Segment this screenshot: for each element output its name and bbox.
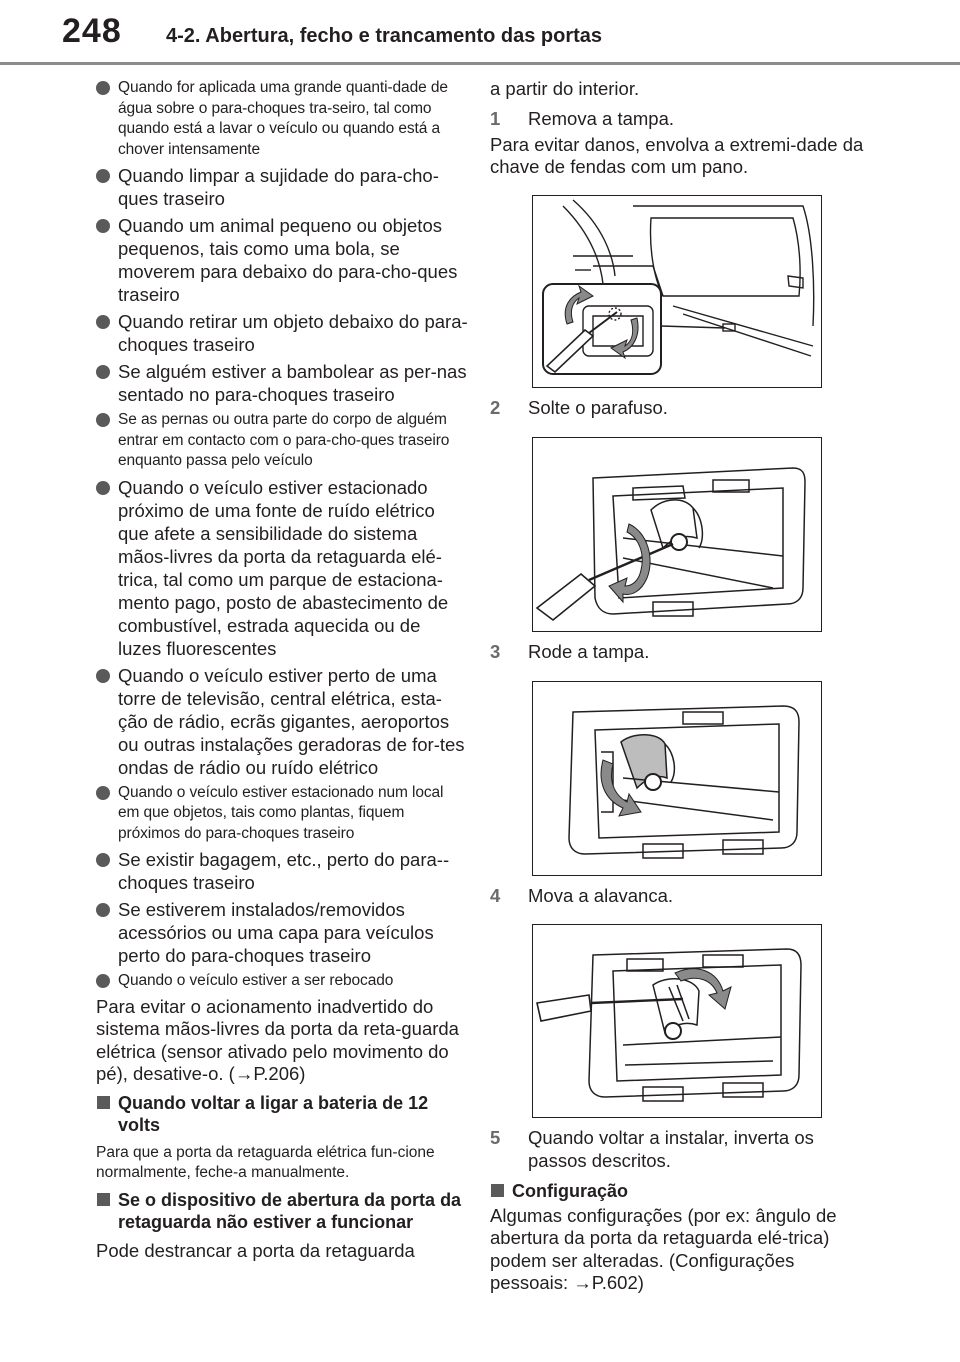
condition-bullet-text: Se estiverem instalados/removidos acessó… xyxy=(118,899,434,966)
step-number: 5 xyxy=(490,1127,501,1148)
square-bullet-icon xyxy=(97,1095,110,1109)
page-number: 248 xyxy=(62,12,122,50)
step-text: Quando voltar a instalar, inverta os pas… xyxy=(528,1127,814,1171)
circle-bullet-icon xyxy=(96,668,110,683)
page-header: 248 4-2. Abertura, fecho e trancamento d… xyxy=(0,0,960,65)
condition-bullet-text: Se as pernas ou outra parte do corpo de … xyxy=(118,411,450,469)
condition-bullet-text: Quando for aplicada uma grande quanti-da… xyxy=(118,79,448,158)
step-number: 1 xyxy=(490,107,501,129)
condition-bullet: Quando o veículo estiver estacionado pró… xyxy=(96,476,468,660)
circle-bullet-icon xyxy=(96,413,110,427)
header-divider xyxy=(0,62,960,65)
section-title: 4-2. Abertura, fecho e trancamento das p… xyxy=(166,25,603,47)
condition-bullet-text: Quando o veículo estiver perto de uma to… xyxy=(118,664,465,778)
condition-bullet-list: Quando for aplicada uma grande quanti-da… xyxy=(96,78,468,992)
condition-bullet: Quando limpar a sujidade do para-cho-que… xyxy=(96,164,468,210)
figure-move-lever xyxy=(532,924,822,1118)
step-5: 5 Quando voltar a instalar, inverta os p… xyxy=(490,1126,870,1172)
circle-bullet-icon xyxy=(96,169,110,183)
step-4: 4 Mova a alavanca. xyxy=(490,884,870,907)
circle-bullet-icon xyxy=(96,219,110,233)
circle-bullet-icon xyxy=(96,315,110,329)
square-bullet-icon xyxy=(97,1192,110,1206)
step-text: Rode a tampa. xyxy=(528,641,650,662)
condition-bullet: Quando o veículo estiver perto de uma to… xyxy=(96,664,468,779)
rotate-arrow-icon xyxy=(608,523,651,604)
opener-heading-text: Se o dispositivo de abertura da porta da… xyxy=(118,1189,462,1233)
config-text: Algumas configurações (por ex: ângulo de… xyxy=(490,1204,837,1294)
condition-bullet-text: Quando um animal pequeno ou objetos pequ… xyxy=(118,215,458,305)
circle-bullet-icon xyxy=(96,81,110,95)
step-3: 3 Rode a tampa. xyxy=(490,640,870,663)
intro-text: a partir do interior. xyxy=(490,78,640,99)
circle-bullet-icon xyxy=(96,903,110,917)
condition-bullet: Quando um animal pequeno ou objetos pequ… xyxy=(96,214,468,306)
step-text: Mova a alavanca. xyxy=(528,885,674,906)
condition-bullet: Quando o veículo estiver estacionado num… xyxy=(96,783,468,845)
screw-illustration xyxy=(535,467,806,622)
condition-bullet: Se estiverem instalados/removidos acessó… xyxy=(96,898,468,967)
config-heading-text: Configuração xyxy=(512,1181,629,1201)
step-text: Remova a tampa. xyxy=(528,107,675,129)
circle-bullet-icon xyxy=(96,785,110,800)
opener-text: Pode destrancar a porta da retaguarda xyxy=(96,1239,415,1261)
lever-illustration xyxy=(536,948,802,1102)
step-number: 3 xyxy=(490,641,501,662)
config-heading: Configuração xyxy=(490,1180,870,1203)
step-2: 2 Solte o parafuso. xyxy=(490,396,870,419)
rotate-arrow-icon xyxy=(610,317,639,360)
battery-heading-text: Quando voltar a ligar a bateria de 12 vo… xyxy=(118,1092,429,1136)
condition-bullet: Se as pernas ou outra parte do corpo de … xyxy=(96,410,468,472)
rotate-arrow-icon xyxy=(564,284,594,325)
condition-bullet: Se existir bagagem, etc., perto do para-… xyxy=(96,848,468,894)
figure-remove-cover xyxy=(532,195,822,388)
condition-bullet-text: Quando limpar a sujidade do para-cho-que… xyxy=(118,165,439,209)
step-4-row: 4 Mova a alavanca. xyxy=(490,884,870,911)
condition-bullet: Quando for aplicada uma grande quanti-da… xyxy=(96,78,468,160)
rotate-cover-illustration xyxy=(568,705,800,859)
condition-bullet-text: Quando o veículo estiver estacionado pró… xyxy=(118,476,449,659)
step1-note: Para evitar danos, envolva a extremi-dad… xyxy=(490,133,864,178)
figure-rotate-cover xyxy=(532,681,822,876)
disable-paragraph: Para evitar o acionamento inadvertido do… xyxy=(96,995,459,1085)
circle-bullet-icon xyxy=(96,365,110,379)
square-bullet-icon xyxy=(491,1184,504,1197)
condition-bullet-text: Quando o veículo estiver estacionado num… xyxy=(118,783,444,842)
rotate-arrow-icon xyxy=(674,968,732,1010)
condition-bullet-text: Se alguém estiver a bambolear as per-nas… xyxy=(118,361,467,405)
battery-heading: Quando voltar a ligar a bateria de 12 vo… xyxy=(96,1092,468,1137)
bottom-text: 5 Quando voltar a instalar, inverta os p… xyxy=(490,1126,870,1301)
battery-text: Para que a porta da retaguarda elétrica … xyxy=(96,1143,435,1181)
step-number: 4 xyxy=(490,885,501,906)
step-text: Solte o parafuso. xyxy=(528,397,668,418)
rotate-arrow-icon xyxy=(600,759,642,817)
condition-bullet-text: Se existir bagagem, etc., perto do para-… xyxy=(118,849,450,893)
left-column: Quando for aplicada uma grande quanti-da… xyxy=(96,78,468,1268)
circle-bullet-icon xyxy=(96,480,110,495)
condition-bullet: Se alguém estiver a bambolear as per-nas… xyxy=(96,360,468,406)
condition-bullet-text: Quando retirar um objeto debaixo do para… xyxy=(118,311,468,355)
condition-bullet: Quando o veículo estiver a ser rebocado xyxy=(96,971,468,992)
opener-heading: Se o dispositivo de abertura da porta da… xyxy=(96,1189,468,1234)
figure-loosen-screw xyxy=(532,437,822,632)
step-3-row: 3 Rode a tampa. xyxy=(490,640,870,667)
condition-bullet-text: Quando o veículo estiver a ser rebocado xyxy=(118,972,394,989)
right-top-text: a partir do interior. 1 Remova a tampa. … xyxy=(490,78,870,185)
step-number: 2 xyxy=(490,397,501,418)
circle-bullet-icon xyxy=(96,853,110,867)
step-1: 1 Remova a tampa. xyxy=(490,107,870,130)
circle-bullet-icon xyxy=(96,974,110,988)
step-2-row: 2 Solte o parafuso. xyxy=(490,396,870,423)
condition-bullet: Quando retirar um objeto debaixo do para… xyxy=(96,310,468,356)
tailgate-illustration xyxy=(542,199,815,375)
